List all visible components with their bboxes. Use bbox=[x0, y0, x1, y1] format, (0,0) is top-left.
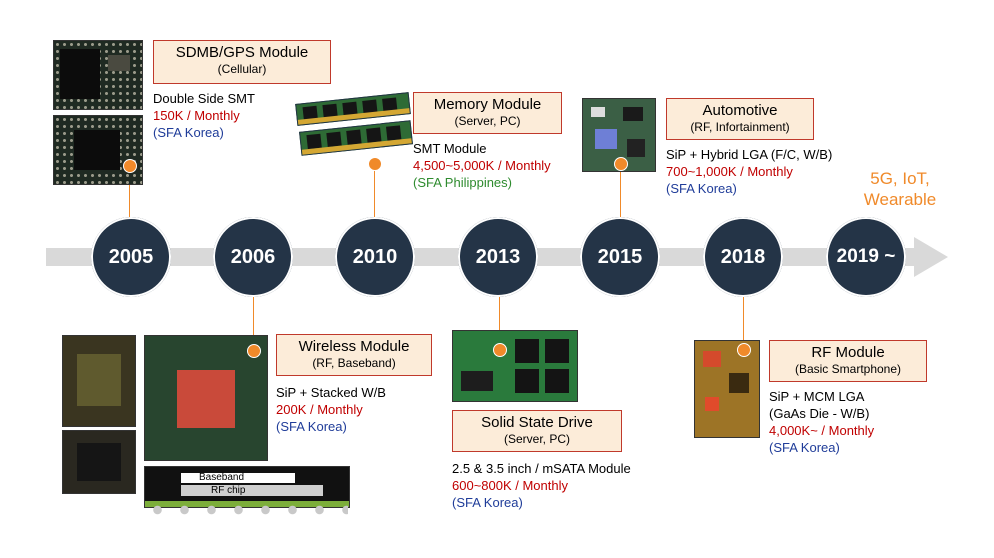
dot-2013 bbox=[493, 343, 507, 357]
memory-subtitle: (Server, PC) bbox=[454, 114, 521, 128]
dot-2005 bbox=[123, 159, 137, 173]
wireless-die-photo-1 bbox=[62, 335, 136, 427]
ssd-process: 2.5 & 3.5 inch / mSATA Module bbox=[452, 461, 631, 476]
future-label: 5G, IoT, Wearable bbox=[850, 168, 950, 210]
memory-volume: 4,500~5,000K / Monthly bbox=[413, 158, 551, 173]
wireless-cross-section-diagram: Baseband RF chip bbox=[144, 466, 350, 508]
wireless-site: (SFA Korea) bbox=[276, 419, 347, 434]
sdmb-subtitle: (Cellular) bbox=[217, 62, 267, 76]
ssd-title-box: Solid State Drive (Server, PC) bbox=[452, 410, 622, 452]
future-label-line2: Wearable bbox=[863, 190, 937, 209]
connector-2010 bbox=[374, 163, 375, 220]
dot-2006 bbox=[247, 344, 261, 358]
wireless-volume: 200K / Monthly bbox=[276, 402, 363, 417]
ssd-volume: 600~800K / Monthly bbox=[452, 478, 568, 493]
sdmb-volume: 150K / Monthly bbox=[153, 108, 240, 123]
memory-site: (SFA Philippines) bbox=[413, 175, 512, 190]
wireless-title: Wireless Module bbox=[298, 338, 410, 355]
memory-title: Memory Module bbox=[433, 96, 542, 113]
rf-volume: 4,000K~ / Monthly bbox=[769, 423, 875, 438]
rf-title-box: RF Module (Basic Smartphone) bbox=[769, 340, 927, 382]
ssd-module-photo bbox=[452, 330, 578, 402]
ssd-subtitle: (Server, PC) bbox=[503, 432, 570, 446]
wireless-die-red bbox=[177, 370, 235, 428]
year-2005: 2005 bbox=[91, 217, 171, 297]
sdmb-title-box: SDMB/GPS Module (Cellular) bbox=[153, 40, 331, 84]
wireless-solder-balls bbox=[144, 504, 348, 516]
rf-description: SiP + MCM LGA (GaAs Die - W/B) 4,000K~ /… bbox=[769, 388, 874, 456]
automotive-process: SiP + Hybrid LGA (F/C, W/B) bbox=[666, 147, 833, 162]
sdmb-module-photo-bottom bbox=[53, 115, 143, 185]
automotive-volume: 700~1,000K / Monthly bbox=[666, 164, 793, 179]
sdmb-description: Double Side SMT 150K / Monthly (SFA Kore… bbox=[153, 90, 255, 141]
memory-title-box: Memory Module (Server, PC) bbox=[413, 92, 562, 134]
rf-subtitle: (Basic Smartphone) bbox=[794, 362, 902, 376]
year-2010: 2010 bbox=[335, 217, 415, 297]
wireless-subtitle: (RF, Baseband) bbox=[312, 356, 396, 370]
connector-2006 bbox=[253, 292, 254, 350]
wireless-die-photo-2 bbox=[62, 430, 136, 494]
timeline-arrow-head bbox=[914, 237, 948, 277]
year-2006: 2006 bbox=[213, 217, 293, 297]
wireless-sip-photo bbox=[144, 335, 268, 461]
memory-module-photo-1 bbox=[295, 92, 411, 126]
year-2013: 2013 bbox=[458, 217, 538, 297]
automotive-site: (SFA Korea) bbox=[666, 181, 737, 196]
wireless-process: SiP + Stacked W/B bbox=[276, 385, 386, 400]
dot-2015 bbox=[614, 157, 628, 171]
memory-description: SMT Module 4,500~5,000K / Monthly (SFA P… bbox=[413, 140, 551, 191]
sdmb-chip bbox=[60, 49, 100, 99]
memory-module-photo-2 bbox=[299, 120, 413, 156]
year-2019: 2019 ~ bbox=[826, 217, 906, 297]
automotive-description: SiP + Hybrid LGA (F/C, W/B) 700~1,000K /… bbox=[666, 146, 832, 197]
baseband-die: Baseband bbox=[181, 473, 295, 483]
wireless-title-box: Wireless Module (RF, Baseband) bbox=[276, 334, 432, 376]
sdmb-site: (SFA Korea) bbox=[153, 125, 224, 140]
ssd-site: (SFA Korea) bbox=[452, 495, 523, 510]
automotive-title-box: Automotive (RF, Infortainment) bbox=[666, 98, 814, 140]
sdmb-module-photo-top bbox=[53, 40, 143, 110]
ssd-description: 2.5 & 3.5 inch / mSATA Module 600~800K /… bbox=[452, 460, 631, 511]
future-label-line1: 5G, IoT, bbox=[870, 169, 930, 188]
dot-2010 bbox=[368, 157, 382, 171]
rf-process-detail: (GaAs Die - W/B) bbox=[769, 406, 870, 421]
connector-2013 bbox=[499, 292, 500, 348]
connector-2015 bbox=[620, 163, 621, 220]
rf-title: RF Module bbox=[811, 344, 885, 361]
rf-site: (SFA Korea) bbox=[769, 440, 840, 455]
sdmb-process: Double Side SMT bbox=[153, 91, 255, 106]
dot-2018 bbox=[737, 343, 751, 357]
automotive-subtitle: (RF, Infortainment) bbox=[690, 120, 790, 134]
automotive-title: Automotive bbox=[702, 102, 778, 119]
sdmb-title: SDMB/GPS Module bbox=[175, 44, 309, 61]
year-2015: 2015 bbox=[580, 217, 660, 297]
rf-module-photo bbox=[694, 340, 760, 438]
connector-2018 bbox=[743, 292, 744, 348]
rf-chip-die: RF chip bbox=[181, 485, 323, 496]
ssd-title: Solid State Drive bbox=[481, 414, 593, 431]
rf-process: SiP + MCM LGA bbox=[769, 389, 865, 404]
year-2018: 2018 bbox=[703, 217, 783, 297]
memory-process: SMT Module bbox=[413, 141, 487, 156]
connector-2005 bbox=[129, 165, 130, 220]
wireless-description: SiP + Stacked W/B 200K / Monthly (SFA Ko… bbox=[276, 384, 386, 435]
